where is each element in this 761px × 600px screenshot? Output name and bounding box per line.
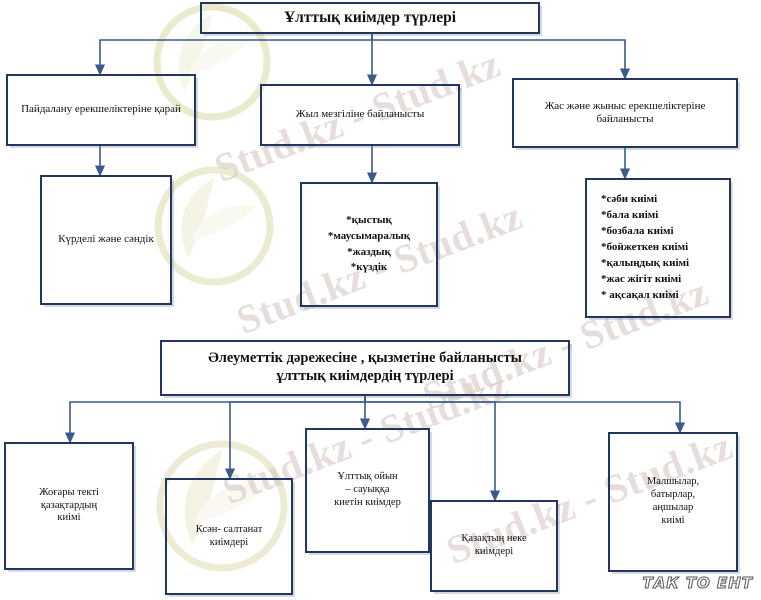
link-title-to-usage	[94, 33, 373, 76]
node-social-status-line1: Әлеуметтік дәрежесіне , қызметіне байлан…	[208, 350, 522, 367]
node-usage-child-label: Күрделі және сәндік	[58, 233, 154, 246]
node-usage-child[interactable]: Күрделі және сәндік	[40, 175, 172, 305]
node-wedding[interactable]: Қазақтың неке киімдері	[430, 500, 558, 592]
text-line: киімдері	[209, 536, 249, 548]
list-item: *қыстық	[346, 213, 392, 226]
node-agesex-child-list: *сәби киімі *бала киімі *бозбала киімі *…	[593, 192, 723, 304]
node-social-status-line2: ұлттық киімдердің түрлері	[276, 368, 454, 384]
node-title-label: Ұлттық киімдер түрлері	[283, 8, 457, 26]
text-line: батырлар,	[650, 489, 696, 501]
list-item: *бала киімі	[601, 209, 659, 222]
text-line: киетін киімдер	[334, 496, 401, 508]
list-item: *сәби киімі	[601, 193, 658, 206]
list-item: *қалыңдық киімі	[601, 256, 690, 269]
list-item: * ақсақал киімі	[601, 288, 679, 301]
node-ceremony[interactable]: Ксән- салтанат киімдері	[165, 478, 293, 595]
node-agesex[interactable]: Жас және жыныс ерекшеліктеріне байланыст…	[512, 78, 738, 148]
node-usage[interactable]: Пайдалану ерекшеліктеріне қарай	[6, 74, 196, 146]
node-title[interactable]: Ұлттық киімдер түрлері	[200, 2, 540, 34]
node-season-child-list: *қыстық *маусымаралық *жаздық *күздік	[308, 213, 430, 277]
node-herdsmen-label: Малшылар, батырлар, аңшылар киімі	[616, 476, 730, 527]
link-title-to-agesex	[371, 33, 631, 80]
node-agesex-label: Жас және жыныс ерекшеліктеріне байланыст…	[544, 99, 706, 125]
list-item: *бойжеткен киімі	[601, 241, 689, 254]
node-season-label: Жыл мезгіліне байланысты	[295, 108, 425, 121]
text-line: Ұлттық ойын	[337, 471, 398, 483]
node-nobility-label: Жоғары текті қазақтардың киімі	[12, 487, 126, 525]
node-ceremony-label: Ксән- салтанат киімдері	[173, 524, 285, 550]
node-usage-label: Пайдалану ерекшеліктеріне қарай	[21, 103, 181, 116]
text-line: Қазақтың неке	[461, 533, 527, 545]
text-line: Малшылар,	[646, 476, 700, 488]
text-line: Ксән- салтанат	[195, 523, 263, 535]
ent-logo: так то ЕНТ	[642, 574, 753, 593]
text-line: киімі	[57, 512, 81, 524]
text-line: киімдері	[474, 546, 514, 557]
node-wedding-label: Қазақтың неке киімдері	[438, 533, 550, 559]
text-line: – сауыққа	[345, 484, 390, 496]
node-social-status-label: Әлеуметтік дәрежесіне , қызметіне байлан…	[168, 350, 562, 385]
node-nobility[interactable]: Жоғары текті қазақтардың киімі	[4, 442, 134, 570]
node-herdsmen[interactable]: Малшылар, батырлар, аңшылар киімі	[608, 432, 738, 572]
node-season-child[interactable]: *қыстық *маусымаралық *жаздық *күздік	[300, 182, 438, 307]
text-line: аңшылар	[652, 502, 694, 513]
node-games[interactable]: Ұлттық ойын – сауыққа киетін киімдер	[305, 428, 430, 553]
link-social-to-herdsmen	[364, 396, 686, 434]
list-item: *бозбала киімі	[601, 225, 674, 238]
node-agesex-child[interactable]: *сәби киімі *бала киімі *бозбала киімі *…	[585, 178, 731, 318]
node-social-status[interactable]: Әлеуметтік дәрежесіне , қызметіне байлан…	[160, 340, 570, 396]
text-line: киімі	[661, 514, 685, 526]
node-season[interactable]: Жыл мезгіліне байланысты	[260, 84, 460, 146]
list-item: *жас жігіт киімі	[601, 272, 682, 285]
text-line: қазақтардың	[40, 499, 98, 511]
list-item: *маусымаралық	[327, 229, 411, 242]
list-item: *жаздық	[347, 245, 391, 258]
text-line: Жоғары текті	[39, 486, 99, 498]
node-games-label: Ұлттық ойын – сауыққа киетін киімдер	[313, 471, 422, 509]
list-item: *күздік	[350, 261, 388, 274]
